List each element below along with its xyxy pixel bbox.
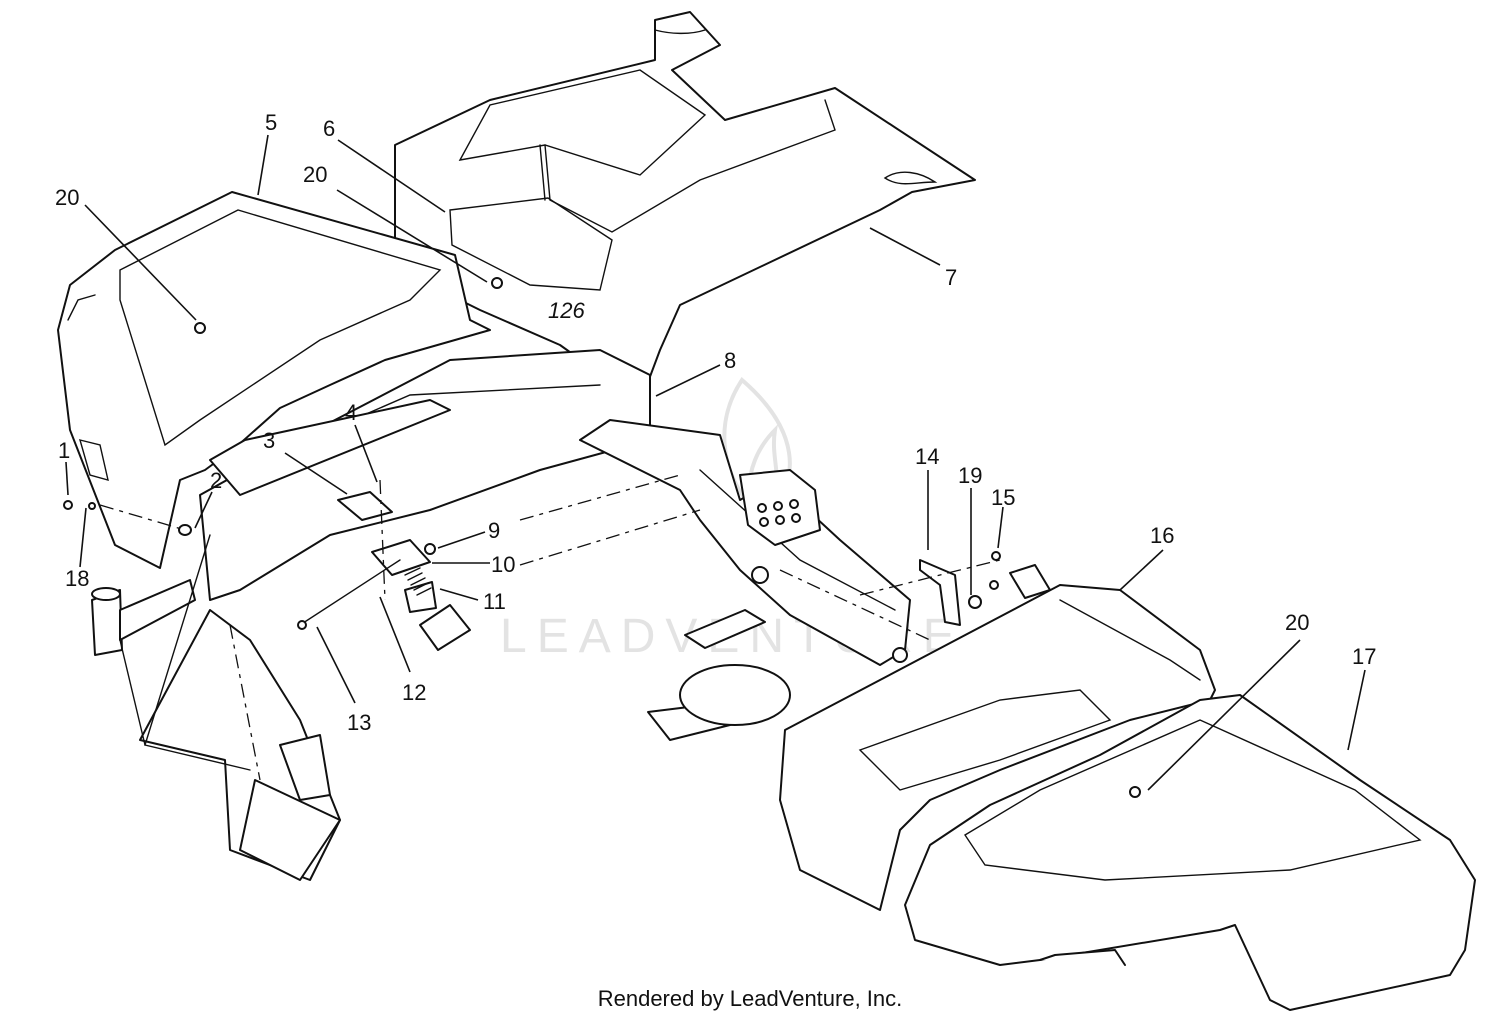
callout-20-dash: 20 — [303, 162, 327, 187]
callout-8: 8 — [724, 348, 736, 373]
decal-text: 126 — [548, 298, 585, 323]
leader-lines — [65, 134, 1366, 791]
steering-post — [91, 579, 341, 881]
callout-18: 18 — [65, 566, 89, 591]
callout-17: 17 — [1352, 644, 1376, 669]
callout-3: 3 — [263, 428, 275, 453]
callout-1: 1 — [58, 438, 70, 463]
dash-panel: 126 — [394, 11, 976, 396]
callout-2: 2 — [210, 468, 222, 493]
bracket — [919, 551, 1051, 626]
callout-5: 5 — [265, 110, 277, 135]
callout-10: 10 — [491, 552, 515, 577]
callout-7: 7 — [945, 265, 957, 290]
callout-4: 4 — [345, 400, 357, 425]
left-fender — [57, 191, 491, 569]
callout-11: 11 — [483, 589, 506, 614]
callout-9: 9 — [488, 518, 500, 543]
callout-13: 13 — [347, 710, 371, 735]
rear-fender-pan — [904, 694, 1476, 1011]
footer-credit: Rendered by LeadVenture, Inc. — [597, 986, 903, 1011]
seat-hinge — [297, 491, 471, 651]
callout-20-right: 20 — [1285, 610, 1309, 635]
footrest-plates — [647, 609, 791, 741]
callout-12: 12 — [402, 680, 426, 705]
callout-20-left: 20 — [55, 185, 79, 210]
right-fender — [779, 584, 1216, 911]
callout-6: 6 — [323, 116, 335, 141]
callout-16: 16 — [1150, 523, 1174, 548]
assembly-lines — [63, 277, 1141, 798]
callout-14: 14 — [915, 444, 939, 469]
callouts: 1 2 3 4 5 6 7 8 9 10 11 12 13 14 15 16 1… — [55, 110, 1376, 735]
callout-15: 15 — [991, 485, 1015, 510]
callout-19: 19 — [958, 463, 982, 488]
frame — [199, 349, 911, 666]
